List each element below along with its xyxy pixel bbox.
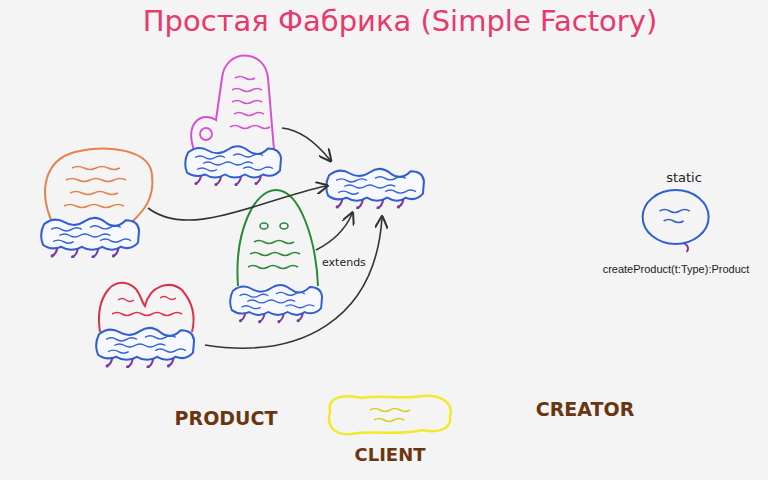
relation-label: extends <box>322 256 366 269</box>
product-base <box>41 218 139 259</box>
keyword-label: static <box>666 170 702 185</box>
node-text: createProduct(t:Type):Product <box>603 263 750 275</box>
product-base <box>185 146 281 186</box>
product-base <box>230 285 322 323</box>
red-product <box>96 283 194 369</box>
green-eye <box>260 223 268 229</box>
client-node: CLIENT <box>322 392 458 465</box>
product-base <box>326 169 424 210</box>
arrow <box>205 218 382 348</box>
product-base <box>96 328 194 369</box>
role-label: CREATOR <box>536 398 635 420</box>
role-label: PRODUCT <box>175 407 278 429</box>
pink-lines <box>230 77 270 129</box>
circle-outline <box>643 190 709 244</box>
blob-outline <box>329 396 451 435</box>
creator-node: static createProduct(t:Type):Product <box>603 170 750 275</box>
red-lines <box>112 297 182 316</box>
pink-shape <box>191 56 274 151</box>
node-text: CLIENT <box>354 444 425 465</box>
red-shape <box>99 283 194 332</box>
orange-product <box>41 149 152 259</box>
circle-leg <box>684 243 688 252</box>
creator-circle <box>638 187 714 253</box>
green-lines <box>248 241 300 269</box>
green-shape <box>237 190 318 286</box>
arrow <box>148 186 326 220</box>
pink-eye <box>200 128 212 140</box>
client-blob <box>322 392 458 438</box>
abstract-product <box>326 169 424 210</box>
circle-lines <box>660 210 690 223</box>
arrow <box>282 128 330 160</box>
title: Простая Фабрика (Simple Factory) <box>143 4 657 38</box>
extends-arrows <box>148 128 382 348</box>
pink-product <box>185 56 281 187</box>
orange-shape <box>45 149 152 222</box>
blob-lines <box>370 409 410 422</box>
orange-lines <box>64 167 126 208</box>
arrow <box>316 214 352 250</box>
green-eye <box>280 223 288 229</box>
